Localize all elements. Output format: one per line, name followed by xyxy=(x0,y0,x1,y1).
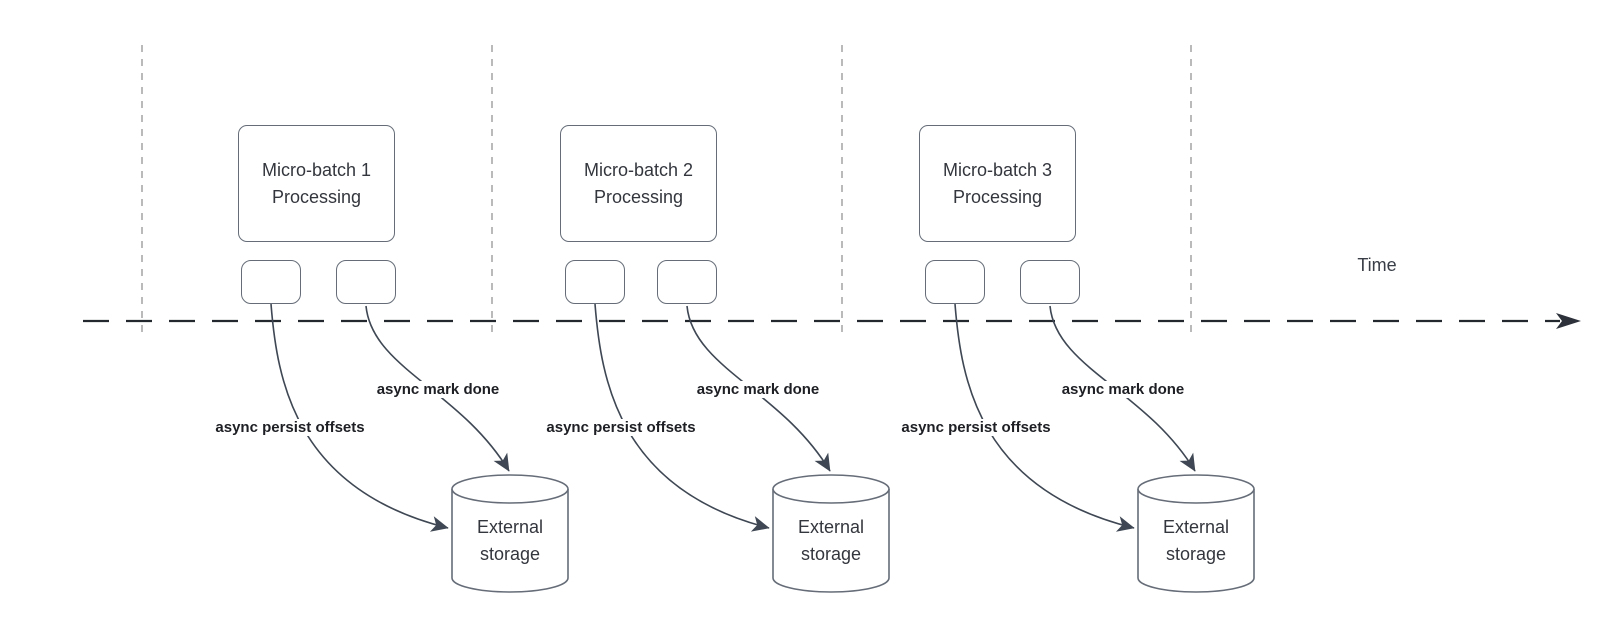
external-storage-1-label: External storage xyxy=(450,514,570,568)
storage-cylinder-1 xyxy=(451,474,569,593)
batch-3-persist-offsets-label: async persist offsets xyxy=(898,419,1054,436)
batch-1-persist-offsets-label: async persist offsets xyxy=(212,419,368,436)
external-storage-2-line2: storage xyxy=(800,544,862,564)
batch-1-done-task-box xyxy=(336,260,396,304)
external-storage-1-line2: storage xyxy=(479,544,541,564)
micro-batch-1-processing-box: Micro-batch 1 Processing xyxy=(238,125,395,242)
persist-offsets-arrow-2 xyxy=(594,303,770,532)
time-axis-label: Time xyxy=(1357,255,1397,275)
micro-batch-1-title-line2: Processing xyxy=(271,186,362,207)
external-storage-3-line2: storage xyxy=(1165,544,1227,564)
persist-offsets-arrow-1 xyxy=(270,303,449,532)
external-storage-3-label: External storage xyxy=(1136,514,1256,568)
batch-3-offset-task-box xyxy=(925,260,985,304)
batch-1-mark-done-label: async mark done xyxy=(373,381,503,398)
batch-2-done-task-box xyxy=(657,260,717,304)
micro-batch-3-title-line1: Micro-batch 3 xyxy=(942,159,1053,180)
batch-2-mark-done-label: async mark done xyxy=(693,381,823,398)
storage-cylinder-2 xyxy=(772,474,890,593)
timeline-arrowhead-icon xyxy=(1556,313,1581,329)
external-storage-1-line1: External xyxy=(476,517,544,537)
batch-2-offset-task-box xyxy=(565,260,625,304)
micro-batch-3-processing-box: Micro-batch 3 Processing xyxy=(919,125,1076,242)
micro-batch-3-title-line2: Processing xyxy=(952,186,1043,207)
batch-3-mark-done-label: async mark done xyxy=(1058,381,1188,398)
micro-batch-2-processing-box: Micro-batch 2 Processing xyxy=(560,125,717,242)
batch-2-persist-offsets-label: async persist offsets xyxy=(543,419,699,436)
external-storage-2-label: External storage xyxy=(771,514,891,568)
micro-batch-2-title-line1: Micro-batch 2 xyxy=(583,159,694,180)
external-storage-2-line1: External xyxy=(797,517,865,537)
external-storage-3-line1: External xyxy=(1162,517,1230,537)
micro-batch-2-title-line2: Processing xyxy=(593,186,684,207)
persist-offsets-arrow-3 xyxy=(954,303,1135,532)
storage-cylinder-3 xyxy=(1137,474,1255,593)
batch-1-offset-task-box xyxy=(241,260,301,304)
batch-3-done-task-box xyxy=(1020,260,1080,304)
micro-batch-1-title-line1: Micro-batch 1 xyxy=(261,159,372,180)
